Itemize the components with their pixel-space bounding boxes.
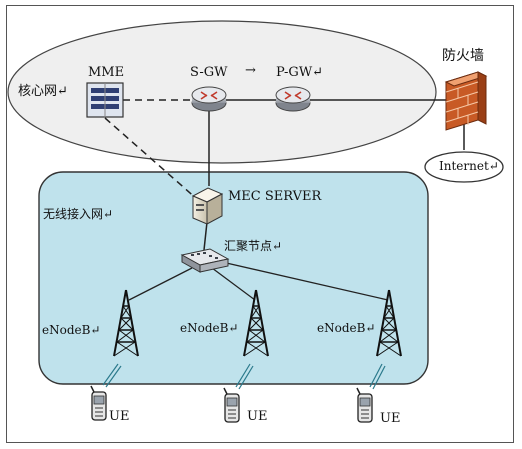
radio-link-1b [105,365,122,388]
ue-phone-icon-1 [90,385,107,421]
radio-link-2 [235,363,251,388]
radio-link-3 [369,363,383,388]
switch-enodeb1-link [128,267,193,301]
core-network-label: 核心网↵ [18,84,68,99]
ue-phone-icon-2 [223,387,240,423]
switch-icon [180,248,230,273]
arrow-label: → [245,63,256,78]
access-network-label: 无线接入网↵ [43,207,114,221]
mme-server-icon [86,82,124,118]
internet-cloud-icon [424,151,504,183]
ue-phone-icon-3 [356,387,373,423]
pgw-label: P-GW↵ [276,65,324,80]
radio-link-2b [238,365,254,390]
enodeb-label-1: eNodeB↵ [42,323,101,337]
aggregation-node-label: 汇聚节点↵ [224,239,283,253]
mec-switch-link [203,221,208,251]
enodeb-label-3: eNodeB↵ [317,321,376,335]
firewall-label: 防火墙 [442,48,484,64]
sgw-router-icon [191,86,227,112]
pgw-router-icon [275,86,311,112]
ue-label-2: UE [247,409,268,424]
sgw-label: S-GW [190,65,228,80]
mme-label: MME [88,65,125,80]
switch-enodeb2-link [211,267,256,301]
mme-mec-link [104,117,199,201]
enodeb-label-2: eNodeB↵ [180,321,239,335]
access-network-region [38,171,429,385]
mec-server-label: MEC SERVER [228,189,322,204]
diagram-frame [6,5,514,443]
switch-enodeb3-link [221,261,389,301]
radio-link-3b [372,365,386,390]
radio-link-1 [102,363,119,386]
firewall-icon [444,71,488,131]
internet-label: Internet↵ [439,159,499,173]
mec-server-icon [191,187,224,225]
ue-label-3: UE [380,411,401,426]
ue-label-1: UE [109,409,130,424]
